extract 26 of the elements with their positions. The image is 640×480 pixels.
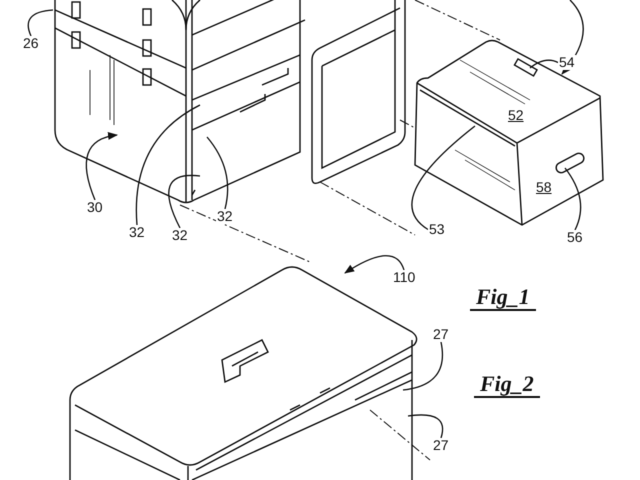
leader-line <box>28 9 54 36</box>
callout-number: 27 <box>432 438 450 453</box>
leader-arrow <box>86 132 118 200</box>
drawer-drawing <box>414 40 604 226</box>
leader-line <box>411 126 476 230</box>
callout-number: 32 <box>128 225 146 240</box>
callout-number: 26 <box>22 36 40 51</box>
leader-line <box>136 104 200 226</box>
leader-line <box>564 168 582 230</box>
callout-number: 30 <box>86 200 104 215</box>
leader-arrow <box>561 0 584 75</box>
leader-line <box>168 174 200 228</box>
part-number: 58 <box>536 180 552 195</box>
leader-line <box>530 60 558 69</box>
leader-arrow <box>344 255 405 274</box>
callout-number: 32 <box>171 228 189 243</box>
callout-number: 53 <box>428 222 446 237</box>
callout-number: 54 <box>558 55 576 70</box>
callout-number: 56 <box>566 230 584 245</box>
callout-number: 27 <box>432 327 450 342</box>
callout-number: 110 <box>392 270 416 285</box>
leader-line <box>206 136 228 210</box>
leader-line <box>402 342 444 391</box>
part-number: 52 <box>508 108 524 123</box>
leader-line <box>408 414 444 438</box>
callout-number: 32 <box>216 209 234 224</box>
